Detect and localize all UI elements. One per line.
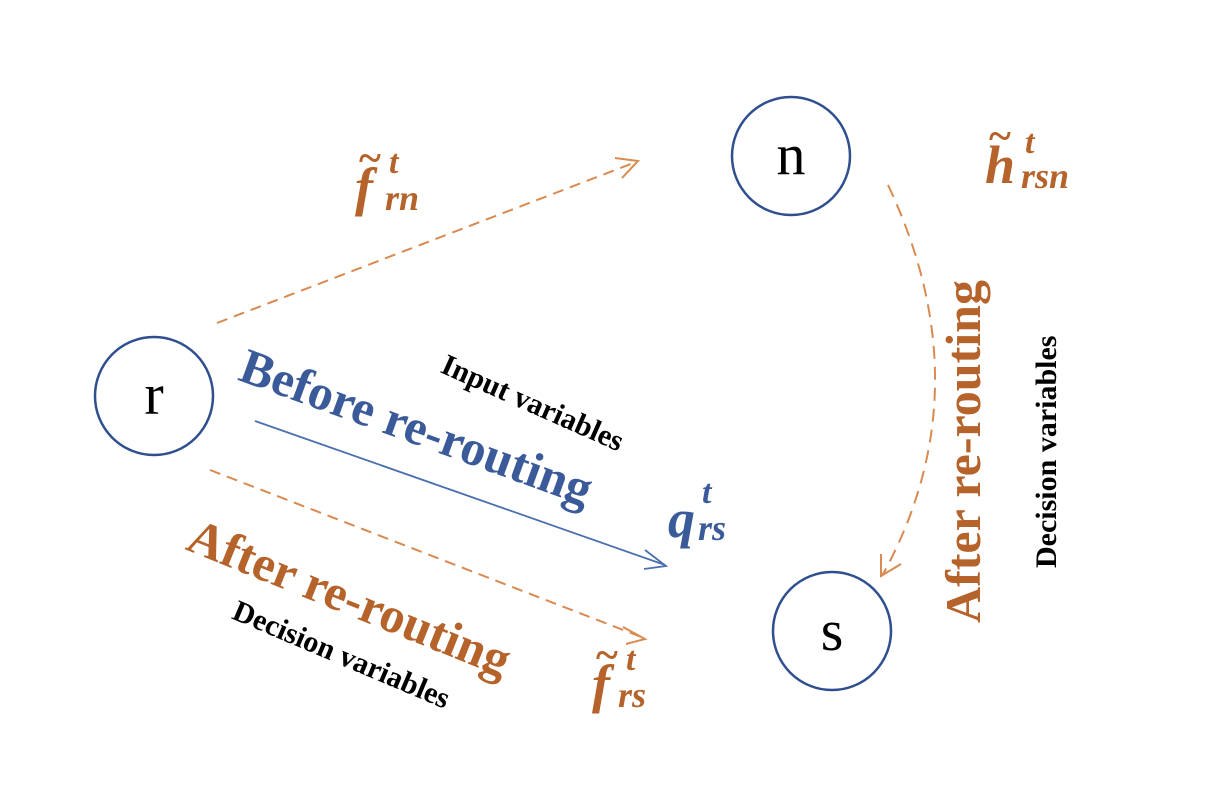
after-rerouting-right-label: After re-routing: [935, 280, 991, 623]
edge-r-s-before-arrowhead: [643, 549, 669, 570]
node-n-circle: [730, 95, 852, 217]
edge-r-s-before: [254, 420, 666, 566]
edge-n-s-dashed: [881, 184, 937, 577]
node-r-label: r: [144, 362, 163, 427]
edge-r-s-after-arrowhead: [622, 626, 648, 645]
math-f-rn: f ~ t rn: [355, 136, 420, 218]
math-f-rs: f ~ t rs: [592, 633, 647, 715]
node-n-label: n: [777, 122, 806, 187]
node-s-circle: [771, 570, 893, 692]
edge-n-s-arrowhead: [880, 554, 902, 578]
node-s-label: s: [821, 598, 844, 663]
decision-variables-right-label: Decision variables: [1030, 335, 1063, 569]
edge-r-n-dashed: [216, 161, 637, 324]
node-r-circle: [93, 335, 215, 457]
edge-r-s-after-dashed: [209, 469, 645, 639]
math-h-rsn: h ~ t rsn: [985, 114, 1070, 196]
math-q-rs: q t rs: [668, 474, 727, 549]
edge-r-n-arrowhead: [614, 157, 641, 179]
